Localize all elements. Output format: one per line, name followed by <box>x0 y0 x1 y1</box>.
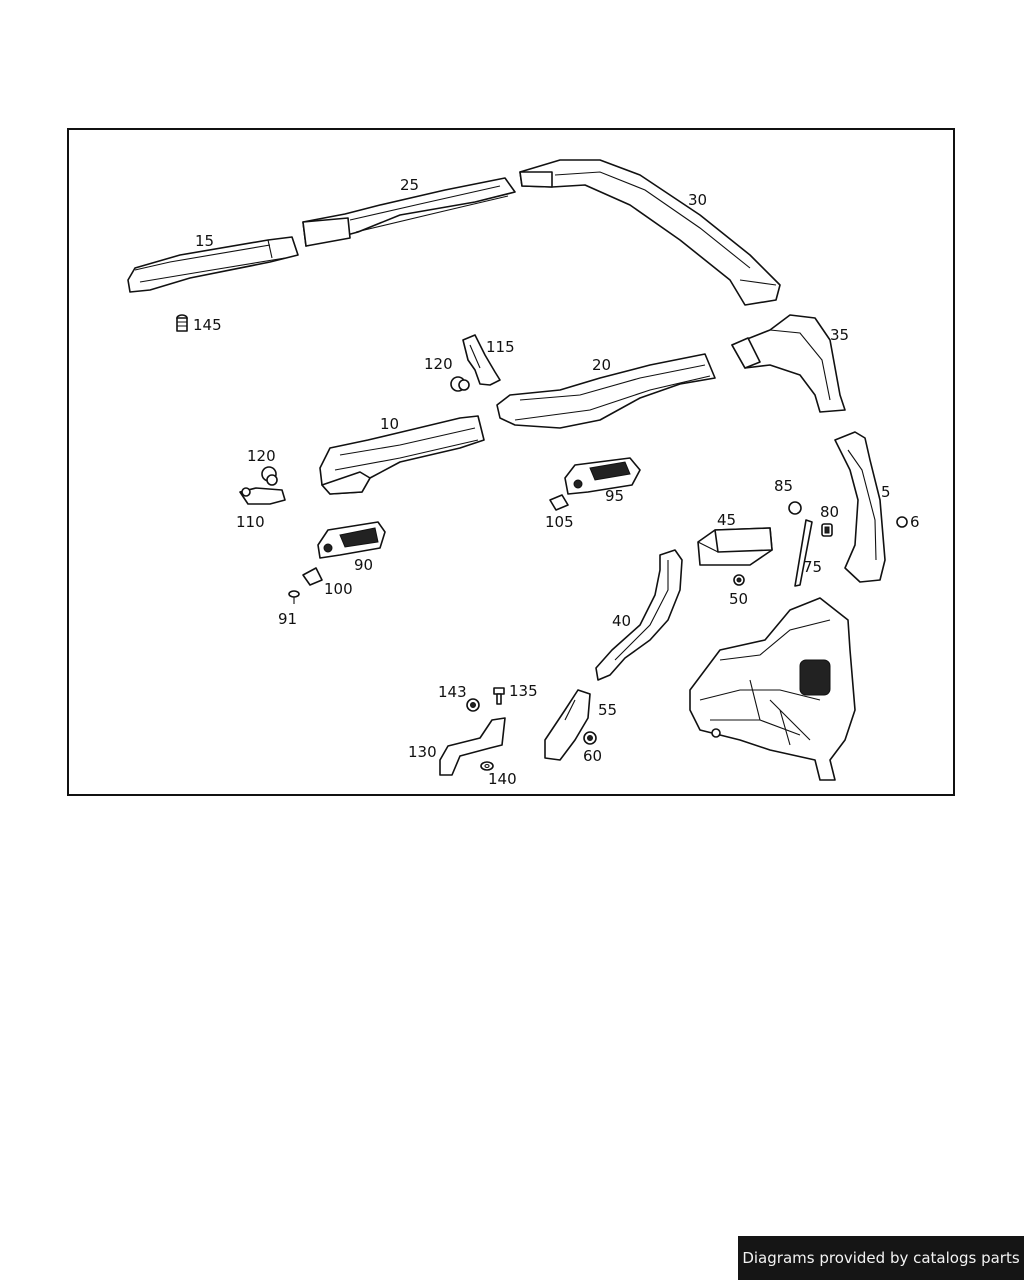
callout-60: 60 <box>583 747 602 765</box>
callout-35: 35 <box>830 326 849 344</box>
part-95-vent <box>564 457 641 495</box>
footer-credit-badge: Diagrams provided by catalogs parts <box>738 1236 1024 1280</box>
part-60-nut <box>583 731 597 745</box>
callout-105: 105 <box>545 513 574 531</box>
callout-140: 140 <box>488 770 517 788</box>
callout-91: 91 <box>278 610 297 628</box>
callout-6: 6 <box>910 513 920 531</box>
part-120-clip-lower <box>261 466 278 486</box>
callout-50: 50 <box>729 590 748 608</box>
callout-55: 55 <box>598 701 617 719</box>
callout-135: 135 <box>509 682 538 700</box>
part-10-duct <box>319 415 485 495</box>
part-115-bracket <box>462 334 501 386</box>
callout-85: 85 <box>774 477 793 495</box>
part-30-duct <box>519 159 781 306</box>
part-85-clip <box>788 501 802 515</box>
part-110-bracket <box>239 487 286 505</box>
part-143-nut <box>466 698 480 712</box>
callout-80: 80 <box>820 503 839 521</box>
part-80-clip <box>821 523 833 537</box>
part-25-duct <box>302 177 516 247</box>
callout-130: 130 <box>408 743 437 761</box>
callout-110: 110 <box>236 513 265 531</box>
callout-40: 40 <box>612 612 631 630</box>
part-15-duct <box>127 236 299 293</box>
callout-90: 90 <box>354 556 373 574</box>
part-35-duct <box>731 314 846 413</box>
part-105-clip <box>549 494 569 511</box>
callout-120-lower: 120 <box>247 447 276 465</box>
callout-15: 15 <box>195 232 214 250</box>
footer-credit-text: Diagrams provided by catalogs parts <box>742 1249 1020 1267</box>
callout-95: 95 <box>605 487 624 505</box>
part-135-bolt <box>493 687 505 705</box>
part-140-washer <box>480 761 494 771</box>
part-5-duct <box>834 431 886 583</box>
part-50-nut <box>733 574 745 586</box>
part-145-fastener <box>176 314 188 332</box>
callout-10: 10 <box>380 415 399 433</box>
callout-45: 45 <box>717 511 736 529</box>
callout-145: 145 <box>193 316 222 334</box>
part-45-duct <box>697 527 773 566</box>
callout-20: 20 <box>592 356 611 374</box>
part-120-clip-upper <box>450 376 470 392</box>
part-130-bracket <box>439 717 506 776</box>
callout-143: 143 <box>438 683 467 701</box>
part-55-bracket <box>544 689 591 761</box>
callout-75: 75 <box>803 558 822 576</box>
callout-30: 30 <box>688 191 707 209</box>
part-100-clip <box>302 567 323 586</box>
part-90-vent <box>317 521 386 559</box>
hvac-unit-assembly <box>689 597 856 781</box>
part-6-screw <box>896 516 908 528</box>
part-75-strap <box>794 519 813 587</box>
callout-100: 100 <box>324 580 353 598</box>
callout-120-upper: 120 <box>424 355 453 373</box>
callout-115: 115 <box>486 338 515 356</box>
part-91-screw <box>288 590 300 604</box>
callout-25: 25 <box>400 176 419 194</box>
part-20-duct <box>496 353 716 429</box>
callout-5: 5 <box>881 483 891 501</box>
part-40-duct <box>595 549 683 681</box>
